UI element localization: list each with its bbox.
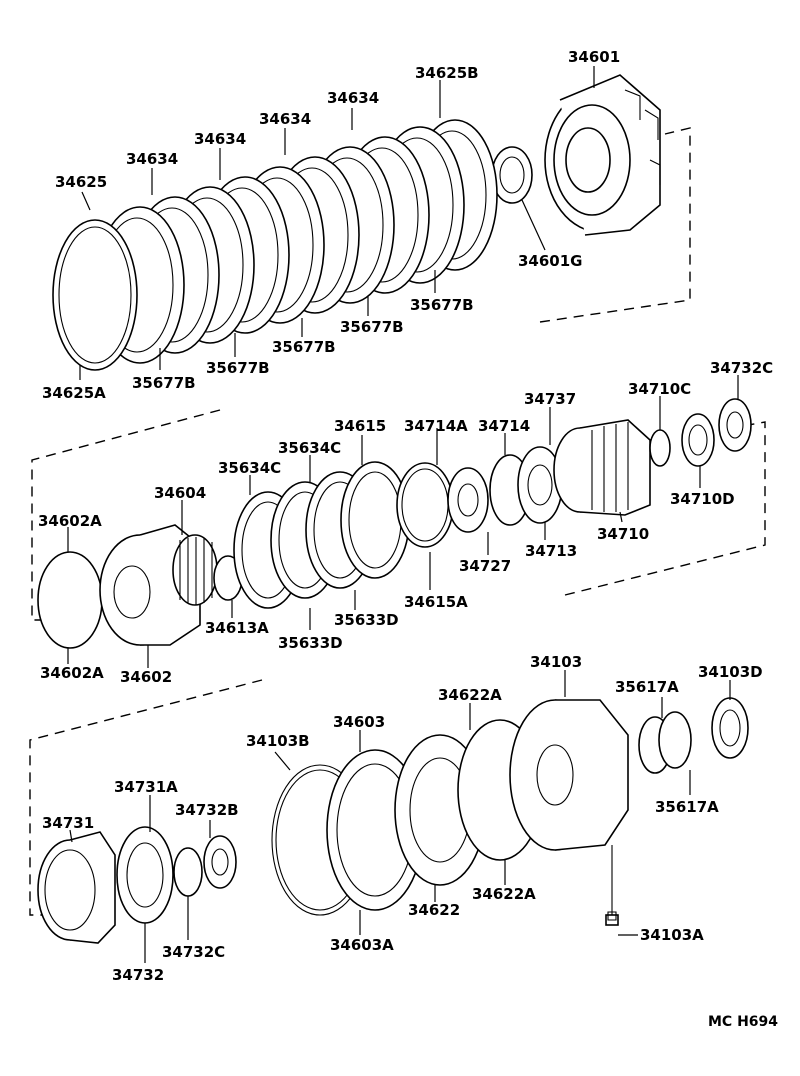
label-35617A-top: 35617A (615, 678, 679, 696)
label-34731: 34731 (42, 814, 94, 832)
clutch-drum-34601[interactable] (544, 74, 661, 236)
bearing-34727[interactable] (447, 467, 489, 533)
label-34710C: 34710C (628, 380, 691, 398)
bearing-34710D[interactable] (681, 413, 715, 467)
label-34103: 34103 (530, 653, 582, 671)
bolt-34103A[interactable] (605, 845, 619, 926)
washer-34732C[interactable] (718, 398, 752, 452)
one-way-clutch-34604[interactable] (172, 534, 218, 606)
label-34714: 34714 (478, 417, 530, 435)
brake-discs[interactable] (233, 461, 410, 609)
brake-group (29, 670, 749, 963)
label-34713: 34713 (525, 542, 577, 560)
label-34737: 34737 (524, 390, 576, 408)
label-34604: 34604 (154, 484, 206, 502)
case-34103[interactable] (509, 699, 629, 851)
washer-34732C-lower[interactable] (173, 847, 203, 897)
label-35633D-b: 35633D (278, 634, 343, 652)
label-35677B-c: 35677B (272, 338, 336, 356)
washer-34602A[interactable] (37, 551, 103, 649)
label-34622: 34622 (408, 901, 460, 919)
gear-34732[interactable] (116, 826, 174, 924)
label-34732C-top: 34732C (710, 359, 773, 377)
planetary-group (31, 375, 766, 668)
label-34634-c: 34634 (194, 130, 246, 148)
gear-34713[interactable] (489, 446, 563, 526)
drum-34731[interactable] (37, 831, 116, 944)
label-34615A: 34615A (404, 593, 468, 611)
ring-34710C[interactable] (649, 429, 671, 467)
label-34731A: 34731A (114, 778, 178, 796)
diagram-code: MC H694 (708, 1014, 778, 1030)
label-35634C-a: 35634C (278, 439, 341, 457)
label-34613A: 34613A (205, 619, 269, 637)
label-34634-d: 34634 (126, 150, 178, 168)
label-34727: 34727 (459, 557, 511, 575)
label-34103B: 34103B (246, 732, 310, 750)
thrust-washer-34601G[interactable] (491, 146, 533, 204)
label-34710: 34710 (597, 525, 649, 543)
part-labels: 34601 34625B 34634 34634 34634 34634 346… (38, 48, 778, 1030)
label-34601: 34601 (568, 48, 620, 66)
label-34601G: 34601G (518, 252, 583, 270)
label-34625B: 34625B (415, 64, 479, 82)
bearing-34732B[interactable] (203, 835, 237, 889)
label-34625A: 34625A (42, 384, 106, 402)
label-34625: 34625 (55, 173, 107, 191)
label-35677B-a: 35677B (410, 296, 474, 314)
label-34732B: 34732B (175, 801, 239, 819)
label-35677B-b: 35677B (340, 318, 404, 336)
label-34634-b: 34634 (259, 110, 311, 128)
label-35633D-a: 35633D (334, 611, 399, 629)
label-34622A-top: 34622A (438, 686, 502, 704)
washer-34103D[interactable] (711, 697, 749, 759)
label-34602A-top: 34602A (38, 512, 102, 530)
label-34603A: 34603A (330, 936, 394, 954)
snap-ring-34625A[interactable] (52, 219, 138, 371)
label-34710D: 34710D (670, 490, 735, 508)
label-34714A: 34714A (404, 417, 468, 435)
label-34622A-bottom: 34622A (472, 885, 536, 903)
label-34603: 34603 (333, 713, 385, 731)
clutch-plates[interactable] (95, 119, 498, 364)
label-34615: 34615 (334, 417, 386, 435)
label-34103A: 34103A (640, 926, 704, 944)
label-35617A-bottom: 35617A (655, 798, 719, 816)
label-35677B-e: 35677B (132, 374, 196, 392)
carrier-34710[interactable] (553, 419, 651, 516)
label-35677B-d: 35677B (206, 359, 270, 377)
label-34732C-bottom: 34732C (162, 943, 225, 961)
ring-35617A-b[interactable] (658, 711, 692, 769)
label-34732: 34732 (112, 966, 164, 984)
label-34602A-bottom: 34602A (40, 664, 104, 682)
label-34602: 34602 (120, 668, 172, 686)
label-35634C-b: 35634C (218, 459, 281, 477)
snap-ring-34714A[interactable] (396, 462, 454, 548)
clutch-pack-group (52, 66, 691, 380)
label-34634-a: 34634 (327, 89, 379, 107)
label-34103D: 34103D (698, 663, 763, 681)
